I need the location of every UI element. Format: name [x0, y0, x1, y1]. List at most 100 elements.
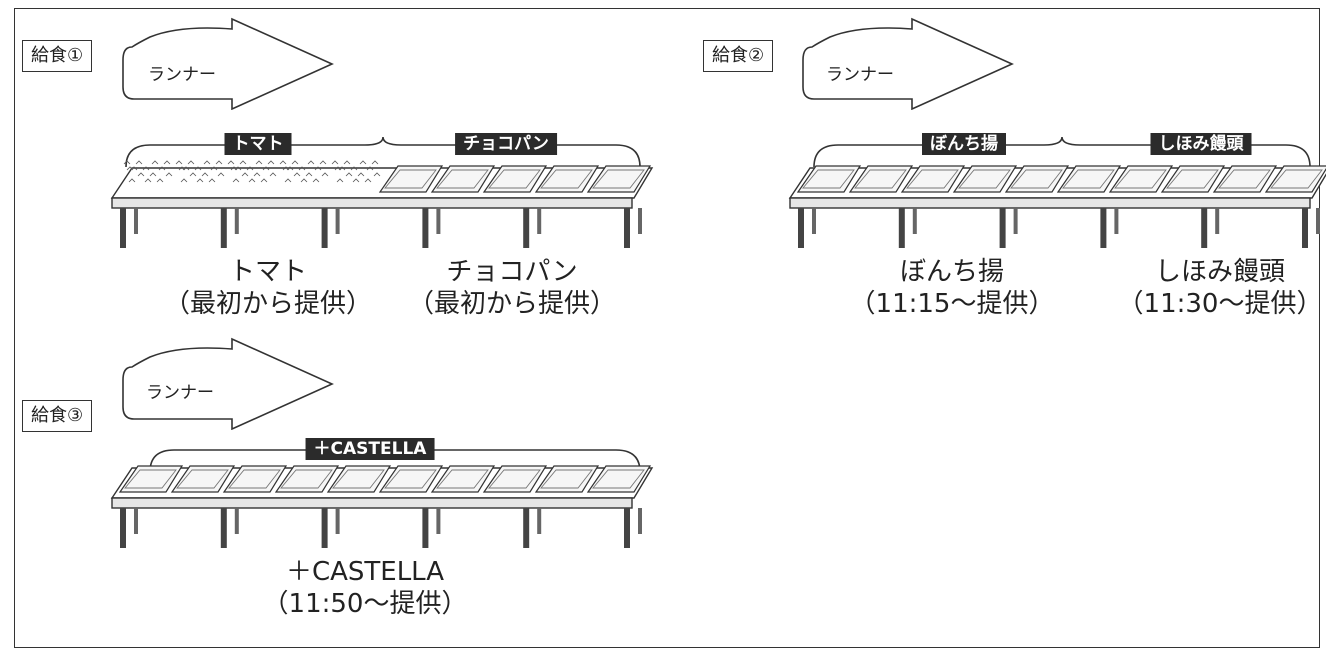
- tray-inner: [592, 169, 645, 189]
- tomato-mark: [293, 172, 301, 177]
- tomato-mark: [128, 178, 136, 183]
- brace-tag-castella: ＋CASTELLA: [305, 438, 435, 460]
- table-station-2-leg: [1013, 208, 1018, 234]
- table-station-1-leg: [120, 208, 126, 248]
- tomato-mark: [269, 172, 277, 177]
- tomato-mark: [284, 178, 292, 183]
- brace-station-1: [125, 136, 641, 168]
- tray-inner: [280, 469, 333, 489]
- table-station-2-leg: [1201, 208, 1208, 248]
- caption-time: （最初から提供）: [407, 289, 617, 319]
- tray-inner: [958, 169, 1011, 189]
- tray: [222, 465, 288, 493]
- tomato-mark: [151, 160, 159, 165]
- tomato-mark: [135, 160, 143, 165]
- tray-inner: [1166, 169, 1219, 189]
- tomato-mark: [331, 160, 339, 165]
- tomato-mark: [262, 166, 270, 171]
- tray: [482, 465, 548, 493]
- tomato-mark: [149, 172, 157, 177]
- tomato-mark: [307, 160, 315, 165]
- tomato-mark: [208, 178, 216, 183]
- tray-inner: [384, 169, 437, 189]
- tomato-mark: [312, 178, 320, 183]
- runner-label-3: ランナー: [146, 383, 214, 403]
- caption-chocopan: チョコパン （最初から提供）: [408, 256, 616, 320]
- caption-title: ぼんち揚: [899, 257, 1004, 287]
- table-station-1-leg: [537, 208, 542, 234]
- tray-inner: [1114, 169, 1167, 189]
- tomato-mark: [359, 160, 367, 165]
- tomato-mark: [196, 178, 204, 183]
- tomato-mark: [371, 160, 379, 165]
- tray-inner: [802, 169, 855, 189]
- table-station-2-leg: [1316, 208, 1320, 234]
- tray-inner: [176, 469, 229, 489]
- caption-bonchiage: ぼんち揚 （11:15〜提供）: [850, 256, 1055, 320]
- tomato-mark: [282, 166, 290, 171]
- table-station-3-leg: [335, 508, 340, 534]
- table-station-3-leg: [134, 508, 138, 534]
- tomato-mark: [163, 160, 171, 165]
- tray: [326, 465, 392, 493]
- tray-inner: [906, 169, 959, 189]
- tomato-mark: [175, 160, 183, 165]
- table-station-2-leg: [1114, 208, 1119, 234]
- runner-arrow-2: [802, 17, 1014, 110]
- tomato-mark: [144, 178, 152, 183]
- tomato-mark: [343, 160, 351, 165]
- table-station-2-edge: [789, 197, 1311, 209]
- tray: [1056, 165, 1122, 193]
- tray: [1264, 165, 1326, 193]
- tray-inner: [436, 169, 489, 189]
- table-station-1-leg: [234, 208, 239, 234]
- tomato-mark: [194, 166, 202, 171]
- table-station-3-leg: [523, 508, 530, 548]
- table-station-3-leg: [537, 508, 542, 534]
- tomato-mark: [364, 178, 372, 183]
- table-station-1-leg: [134, 208, 138, 234]
- tray-inner: [1218, 169, 1271, 189]
- table-station-1-leg: [523, 208, 530, 248]
- tomato-mark: [350, 166, 358, 171]
- tray: [1160, 165, 1226, 193]
- tomato-mark: [298, 166, 306, 171]
- tomato-mark: [158, 166, 166, 171]
- tomato-mark: [352, 178, 360, 183]
- tomato-mark: [215, 160, 223, 165]
- tray-inner: [1270, 169, 1323, 189]
- table-station-3-leg: [422, 508, 429, 548]
- tray: [378, 465, 444, 493]
- tomato-mark: [300, 178, 308, 183]
- caption-time: （11:50〜提供）: [262, 589, 468, 619]
- tray-inner: [1010, 169, 1063, 189]
- station-3-label: 給食③: [22, 400, 93, 432]
- table-station-2-leg: [1302, 208, 1308, 248]
- tomato-mark: [357, 172, 365, 177]
- tray: [534, 165, 600, 193]
- table-station-3-leg: [220, 508, 227, 548]
- runner-label-1: ランナー: [148, 65, 216, 85]
- table-station-2-leg: [1100, 208, 1107, 248]
- caption-title: チョコパン: [446, 257, 578, 287]
- tray: [430, 465, 496, 493]
- caption-time: （11:15〜提供）: [849, 289, 1055, 319]
- tray-inner: [540, 469, 593, 489]
- tray: [848, 165, 914, 193]
- brace-station-2: [813, 136, 1311, 168]
- tomato-mark: [203, 160, 211, 165]
- tray: [482, 165, 548, 193]
- tray: [170, 465, 236, 493]
- brace-tag-bonchiage: ぼんち揚: [922, 133, 1006, 155]
- tray: [378, 165, 444, 193]
- tomato-mark: [142, 166, 150, 171]
- runner-arrow-3: [122, 337, 334, 430]
- tomato-mark: [260, 178, 268, 183]
- tomato-mark: [314, 166, 322, 171]
- table-station-2-leg: [999, 208, 1006, 248]
- tray: [586, 165, 652, 193]
- caption-castella: ＋CASTELLA （11:50〜提供）: [263, 556, 468, 620]
- tomato-mark: [165, 172, 173, 177]
- tomato-mark: [246, 166, 254, 171]
- tomato-mark: [267, 160, 275, 165]
